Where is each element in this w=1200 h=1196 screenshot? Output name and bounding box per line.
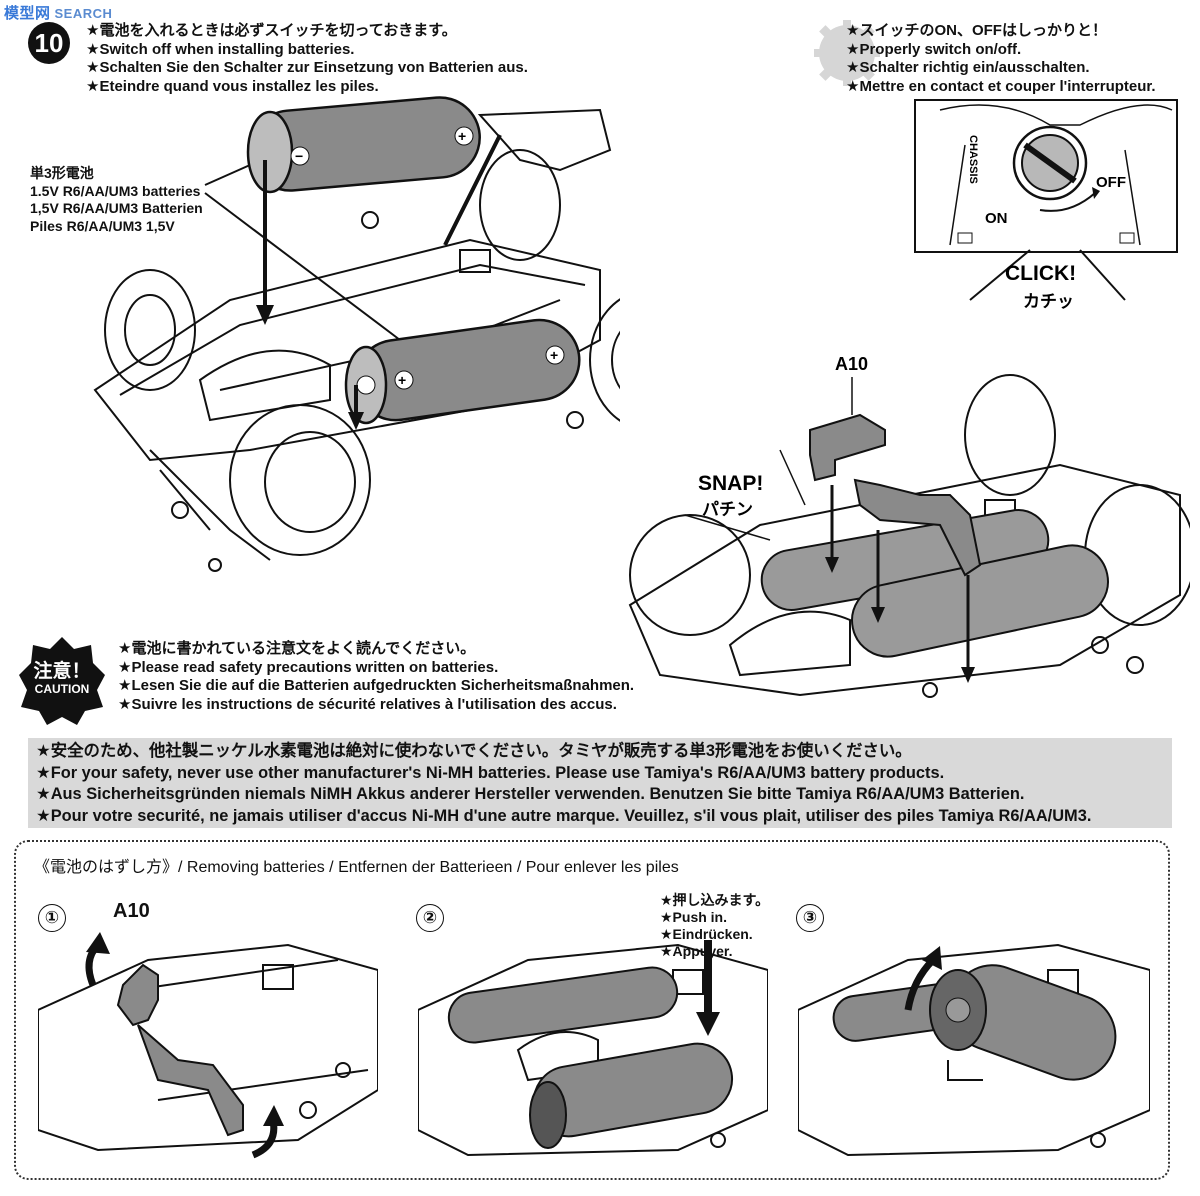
safety-line-de: ★Aus Sicherheitsgründen niemals NiMH Akk… bbox=[36, 785, 1025, 803]
part-a10-label: A10 bbox=[835, 354, 868, 374]
battery-label: 単3形電池 1.5V R6/AA/UM3 batteries 1,5V R6/A… bbox=[30, 165, 203, 235]
click-jp-label: カチッ bbox=[1023, 292, 1074, 311]
svg-text:−: − bbox=[295, 148, 303, 164]
switch-note: ★スイッチのON、OFFはしっかりと！ ★Properly switch on/… bbox=[846, 22, 1156, 96]
removal-panel-1 bbox=[38, 932, 378, 1159]
removal-panel-2 bbox=[418, 940, 768, 1157]
chassis-illustration: − + + + bbox=[93, 96, 620, 572]
install-line-de: ★Schalten Sie den Schalter zur Einsetzun… bbox=[86, 59, 528, 76]
switch-diagram: CHASSIS ON OFF CLICK! カチッ bbox=[914, 99, 1178, 311]
battery-label-en: 1.5V R6/AA/UM3 batteries bbox=[30, 182, 201, 199]
push-line-de: ★Eindrücken. bbox=[660, 926, 753, 942]
svg-text:+: + bbox=[458, 128, 466, 144]
watermark-en: SEARCH bbox=[54, 6, 113, 21]
install-instructions: ★電池を入れるときは必ずスイッチを切っておきます。 ★Switch off wh… bbox=[86, 22, 528, 96]
switch-note-jp: ★スイッチのON、OFFはしっかりと！ bbox=[846, 22, 1107, 39]
caution-line-de: ★Lesen Sie die auf die Batterien aufgedr… bbox=[118, 677, 635, 694]
battery-bottom: + + bbox=[344, 318, 581, 425]
watermark-cn: 模型网 bbox=[4, 5, 51, 22]
safety-line-en: ★For your safety, never use other manufa… bbox=[36, 763, 945, 782]
caution-badge bbox=[19, 637, 105, 725]
battery-label-jp: 単3形電池 bbox=[30, 165, 94, 181]
switch-note-fr: ★Mettre en contact et couper l'interrupt… bbox=[846, 77, 1156, 95]
install-line-en: ★Switch off when installing batteries. bbox=[86, 40, 355, 58]
push-line-jp: ★押し込みます。 bbox=[660, 892, 770, 908]
caution-line-fr: ★Suivre les instructions de sécurité rel… bbox=[118, 695, 617, 713]
step-number-badge: 10 bbox=[28, 22, 70, 64]
battery-top: − + bbox=[246, 96, 481, 194]
svg-text:+: + bbox=[550, 347, 558, 363]
safety-band bbox=[28, 738, 1172, 828]
safety-text: ★安全のため、他社製ニッケル水素電池は絶対に使わないでください。タミヤが販売する… bbox=[36, 741, 1091, 827]
removal-step-3-number: ③ bbox=[796, 904, 824, 932]
removal-panel-3 bbox=[798, 943, 1150, 1157]
install-line-fr: ★Eteindre quand vous installez les piles… bbox=[86, 77, 379, 95]
click-label: CLICK! bbox=[1005, 262, 1076, 285]
clip-a10 bbox=[809, 413, 982, 577]
removal-step-1-part: A10 bbox=[113, 900, 150, 922]
on-label: ON bbox=[985, 210, 1008, 227]
removal-step-2-number: ② bbox=[416, 904, 444, 932]
snap-jp-label: パチン bbox=[702, 500, 753, 519]
battery-label-de: 1,5V R6/AA/UM3 Batterien bbox=[30, 200, 203, 216]
removal-title: 《電池のはずし方》/ Removing batteries / Entferne… bbox=[34, 859, 679, 876]
switch-note-de: ★Schalter richtig ein/ausschalten. bbox=[846, 59, 1090, 76]
svg-text:+: + bbox=[398, 372, 406, 388]
safety-line-jp: ★安全のため、他社製ニッケル水素電池は絶対に使わないでください。タミヤが販売する… bbox=[36, 742, 912, 760]
chassis-text: CHASSIS bbox=[967, 135, 979, 184]
battery-label-fr: Piles R6/AA/UM3 1,5V bbox=[30, 217, 175, 234]
off-label: OFF bbox=[1096, 174, 1126, 191]
safety-line-fr: ★Pour votre securité, ne jamais utiliser… bbox=[36, 806, 1092, 825]
caution-text: ★電池に書かれている注意文をよく読んでください。 ★Please read sa… bbox=[118, 640, 634, 714]
removal-section bbox=[14, 840, 1170, 1180]
caution-line-en: ★Please read safety precautions written … bbox=[118, 658, 499, 676]
caution-badge-en: CAUTION bbox=[34, 682, 90, 696]
push-line-en: ★Push in. bbox=[660, 909, 727, 925]
install-line-jp: ★電池を入れるときは必ずスイッチを切っておきます。 bbox=[86, 22, 457, 39]
gear-icon bbox=[814, 20, 880, 86]
removal-step-1-number: ① bbox=[38, 904, 66, 932]
snap-label: SNAP! bbox=[698, 472, 763, 495]
caution-badge-jp: 注意！ bbox=[33, 661, 91, 682]
snap-diagram: A10 SNAP! パチン bbox=[628, 354, 1190, 698]
caution-line-jp: ★電池に書かれている注意文をよく読んでください。 bbox=[118, 640, 476, 657]
switch-note-en: ★Properly switch on/off. bbox=[846, 40, 1022, 58]
